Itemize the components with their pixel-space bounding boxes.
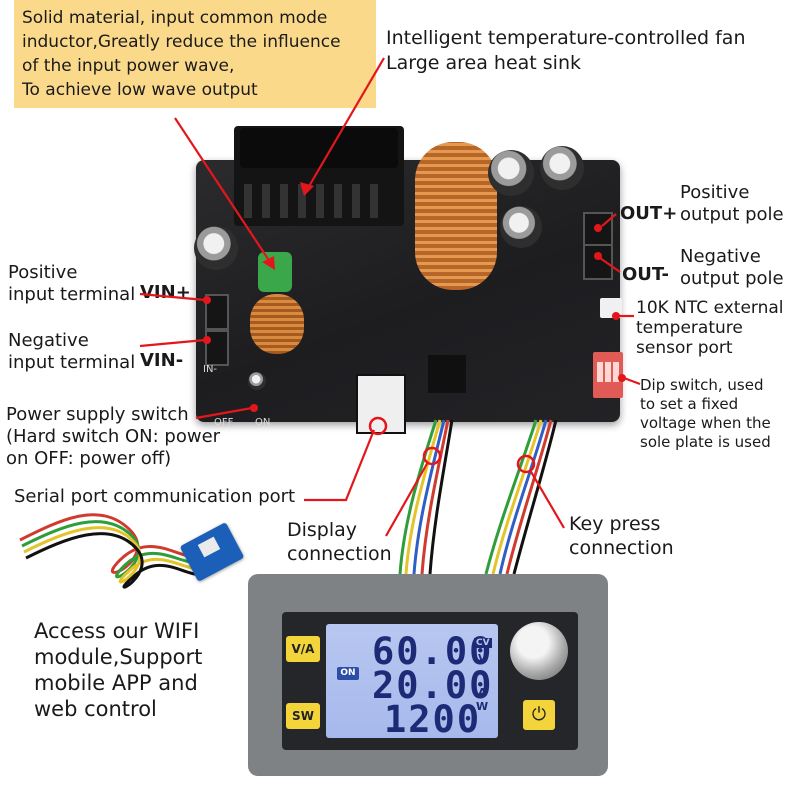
- off-silk: OFF: [214, 417, 234, 428]
- callout-line: of the input power wave,: [22, 56, 235, 76]
- voltage-readout: 60.00: [372, 630, 494, 673]
- current-readout: 20.00: [372, 664, 494, 707]
- on-indicator: ON: [337, 667, 359, 680]
- arrow: [594, 213, 617, 232]
- out-neg-marking: OUT-: [622, 264, 670, 285]
- capacitor: [194, 226, 238, 270]
- label-line: sole plate is used: [640, 433, 771, 451]
- negative-input-label: Negative input terminal: [8, 330, 135, 374]
- label-line: temperature: [636, 318, 743, 338]
- fan-label: Intelligent temperature-controlled fan L…: [386, 26, 746, 76]
- positive-output-label: Positive output pole: [680, 182, 784, 226]
- arrow: [612, 312, 634, 320]
- sw-button[interactable]: SW: [286, 703, 320, 729]
- fan-label-line: Large area heat sink: [386, 52, 581, 74]
- rotary-knob[interactable]: [510, 622, 568, 680]
- callout-box: Solid material, input common mode induct…: [14, 0, 376, 108]
- capacitor: [248, 372, 266, 390]
- label-line: on OFF: power off): [6, 448, 172, 469]
- out-neg-terminal: [583, 244, 613, 280]
- label-line: Display: [287, 519, 358, 541]
- amp-unit: A: [478, 686, 487, 699]
- label-line: output pole: [680, 268, 784, 289]
- arrow: [139, 336, 211, 348]
- arrow: [174, 117, 275, 270]
- power-button[interactable]: ⏻: [523, 700, 555, 730]
- callout-line: To achieve low wave output: [22, 80, 258, 100]
- dip-lever: [597, 362, 603, 382]
- input-inductor: [250, 294, 304, 354]
- callout-line: Solid material, input common mode: [22, 8, 328, 28]
- label-line: module,Support: [34, 645, 203, 669]
- label-line: to set a fixed: [640, 395, 739, 413]
- vin-neg-marking: VIN-: [140, 350, 184, 371]
- power-switch-label: Power supply switch (Hard switch ON: pow…: [6, 404, 220, 470]
- fan: [240, 128, 398, 168]
- arrow: [300, 57, 385, 196]
- ntc-label: 10K NTC external temperature sensor port: [636, 298, 784, 358]
- volt-unit: V: [478, 652, 487, 665]
- watt-unit: W: [476, 700, 489, 713]
- label-line: Positive: [8, 262, 78, 283]
- arrow: [385, 446, 442, 537]
- label-line: (Hard switch ON: power: [6, 426, 221, 447]
- arrow: [516, 454, 565, 529]
- cv-indicator: CV: [474, 638, 492, 648]
- power-icon: ⏻: [531, 704, 547, 725]
- capacitor: [540, 146, 584, 190]
- key-cable: [484, 419, 558, 575]
- keypress-connection-label: Key press connection: [569, 512, 674, 560]
- power-readout: 1200: [384, 698, 482, 741]
- label-line: web control: [34, 697, 157, 721]
- label-line: input terminal: [8, 284, 136, 305]
- serial-port-label: Serial port communication port: [14, 486, 296, 507]
- label-line: Negative: [8, 330, 89, 351]
- vin-neg-terminal: [205, 330, 229, 366]
- label-line: Access our WIFI: [34, 619, 200, 643]
- lcd-screen: [326, 624, 498, 738]
- dip-lever: [613, 362, 619, 382]
- label-line: voltage when the: [640, 414, 771, 432]
- arrow: [195, 404, 258, 420]
- label-line: connection: [569, 537, 674, 559]
- in-silk: IN-: [203, 364, 218, 375]
- positive-input-label: Positive input terminal: [8, 262, 135, 306]
- arrow: [618, 374, 641, 386]
- dip-label: Dip switch, used to set a fixed voltage …: [640, 376, 771, 452]
- capacitor: [488, 150, 534, 196]
- arrow: [139, 292, 211, 304]
- toroid-inductor: [415, 142, 497, 290]
- wifi-label: Access our WIFI module,Support mobile AP…: [34, 618, 202, 722]
- dip-lever: [605, 362, 611, 382]
- display-cable: [398, 419, 454, 575]
- capacitor: [500, 206, 542, 248]
- label-line: sensor port: [636, 338, 733, 358]
- common-mode-choke: [258, 252, 292, 292]
- out-pos-marking: OUT+: [620, 203, 678, 224]
- label-line: connection: [287, 543, 392, 565]
- mcu-chip: [428, 355, 466, 393]
- label-line: Power supply switch: [6, 404, 189, 425]
- label-line: Key press: [569, 513, 661, 535]
- label-line: Negative: [680, 246, 761, 267]
- label-line: 10K NTC external: [636, 298, 784, 318]
- va-button[interactable]: V/A: [286, 636, 320, 662]
- label-line: mobile APP and: [34, 671, 198, 695]
- arrow: [594, 252, 621, 273]
- wifi-cable: [19, 513, 203, 589]
- label-line: Dip switch, used: [640, 376, 764, 394]
- arrow: [304, 416, 388, 502]
- fan-label-line: Intelligent temperature-controlled fan: [386, 27, 746, 49]
- label-line: Positive: [680, 182, 750, 203]
- negative-output-label: Negative output pole: [680, 246, 784, 290]
- callout-line: inductor,Greatly reduce the influence: [22, 32, 341, 52]
- display-connection-label: Display connection: [287, 518, 392, 566]
- on-silk: ON: [255, 417, 271, 428]
- label-line: output pole: [680, 204, 784, 225]
- label-line: input terminal: [8, 352, 136, 373]
